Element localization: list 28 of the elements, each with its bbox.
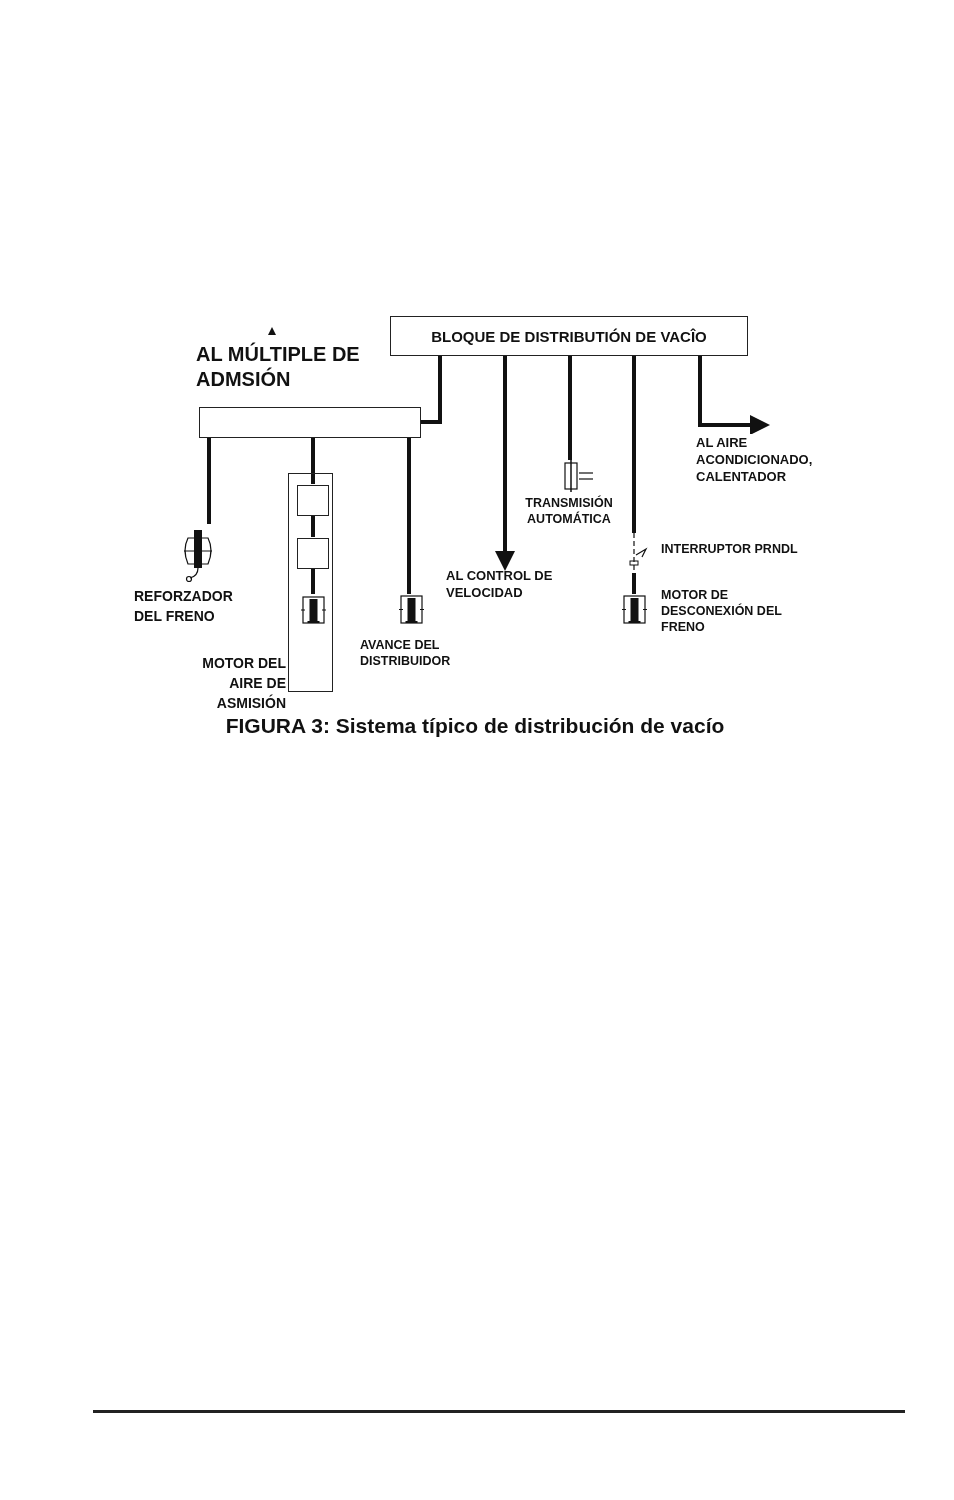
vacuum-hose-line [568,356,572,460]
vacuum-hose-line [632,356,636,533]
component-label: AVANCE DEL DISTRIBUIDOR [360,637,452,669]
component-label: MOTOR DEL AIRE DE ASMISIÓN [201,654,286,713]
actuator-drawing [399,594,424,625]
component-label: INTERRUPTOR PRNDL [661,541,799,557]
square-box [297,485,329,516]
actuator-drawing [622,594,647,625]
arrow [495,356,515,571]
vacuum-hose-line [311,515,315,537]
component-label: REFORZADOR DEL FRENO [134,587,234,626]
arrow [698,356,770,435]
component-label: TRANSMISIÓN AUTOMÁTICA [524,495,614,527]
component-label: AL MÚLTIPLE DE ADMSIÓN [196,342,361,392]
vacuum-hose-line [407,438,411,594]
vacuum-hose-line [207,438,211,524]
figure-caption: FIGURA 3: Sistema típico de distribución de vacío [224,714,726,738]
distribution-block-box: BLOQUE DE DISTRIBUTIÓN DE VACÎO [390,316,748,356]
component-label: MOTOR DE DESCONEXIÓN DEL FRENO [661,587,783,635]
destination-label: AL CONTROL DE VELOCIDAD [446,567,574,603]
square-box [297,538,329,569]
vacuum-hose-line [632,573,636,594]
vacuum-hose-line [311,568,315,594]
manifold-box [199,407,421,438]
vacuum-hose-line [311,438,315,484]
panel-box [288,473,333,692]
actuator-drawing [301,595,326,625]
vacuum-hose-line [421,356,442,424]
